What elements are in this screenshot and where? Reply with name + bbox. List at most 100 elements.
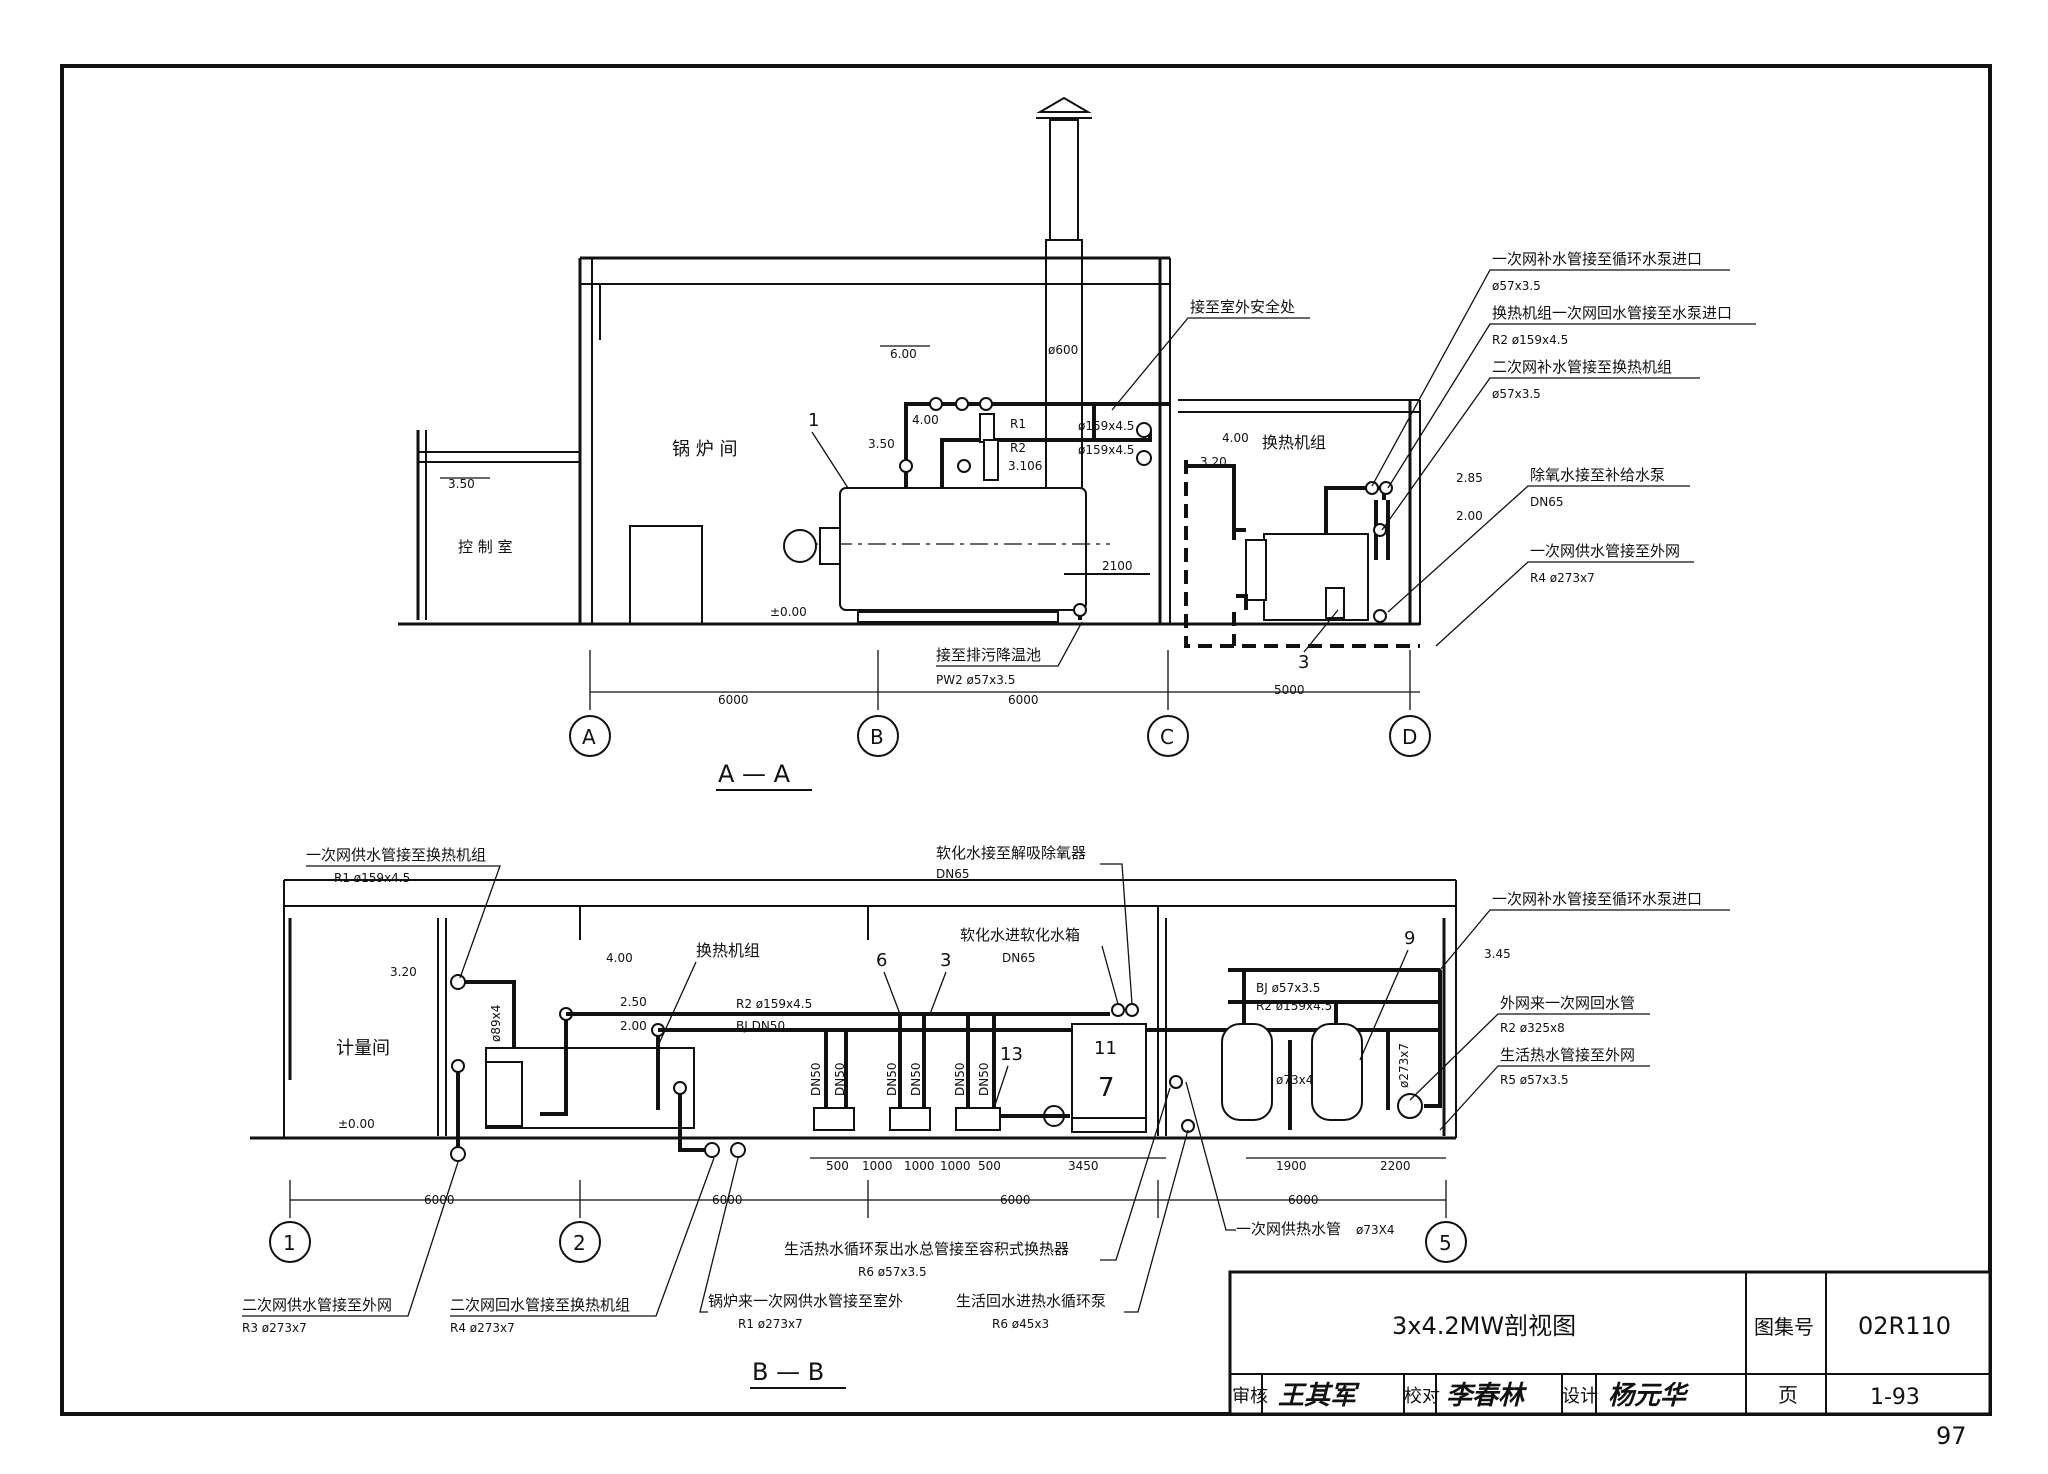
callout-dhw-outer: 生活热水管接至外网 bbox=[1500, 1046, 1635, 1064]
dim-2100: 2100 bbox=[1102, 559, 1133, 573]
bb-callouts-bottom: 二次网供水管接至外网 R3 ø273x7 二次网回水管接至换热机组 R4 ø27… bbox=[242, 1081, 1394, 1335]
aa-callouts: 接至室外安全处 一次网补水管接至循环水泵进口 ø57x3.5 换热机组一次网回水… bbox=[936, 250, 1756, 687]
riser-73: ø73x4 bbox=[1276, 1073, 1313, 1087]
level-bb-400: 4.00 bbox=[606, 951, 633, 965]
riser-dn50-6: DN50 bbox=[977, 1063, 991, 1097]
pipe-r1-label: R1 bbox=[1010, 417, 1026, 431]
callout-primary-supply-sub: R4 ø273x7 bbox=[1530, 571, 1595, 585]
callout-dhw-return-sub: R6 ø45x3 bbox=[992, 1317, 1049, 1331]
level-285: 2.85 bbox=[1456, 471, 1483, 485]
review-label: 审核 bbox=[1232, 1386, 1268, 1407]
riser-dn50-4: DN50 bbox=[909, 1063, 923, 1097]
riser-89: ø89x4 bbox=[489, 1005, 503, 1042]
dim-1000-2: 1000 bbox=[904, 1159, 935, 1173]
review-signature: 王其军 bbox=[1278, 1381, 1360, 1411]
dim-5000-aa: 5000 bbox=[1274, 683, 1305, 697]
dim-6000-bb-3: 6000 bbox=[1000, 1193, 1031, 1207]
control-room-label: 控 制 室 bbox=[458, 538, 513, 556]
check-signature: 李春林 bbox=[1446, 1381, 1528, 1411]
dim-6000-aa-2: 6000 bbox=[1008, 693, 1039, 707]
callout-dhw-return: 生活回水进热水循环泵 bbox=[956, 1292, 1106, 1310]
boiler-room-label: 锅 炉 间 bbox=[672, 439, 737, 460]
axis-c: C bbox=[1160, 725, 1174, 749]
boiler-piping: R1 R2 ø159x4.5 ø159x4.5 2100 bbox=[899, 397, 1170, 620]
callout-secondary-return-sub: R4 ø273x7 bbox=[450, 1321, 515, 1335]
item-mark-7: 7 bbox=[1098, 1073, 1115, 1103]
dim-500-2: 500 bbox=[978, 1159, 1001, 1173]
control-room: 控 制 室 3.50 bbox=[416, 430, 580, 620]
callout-outer-return: 外网来一次网回水管 bbox=[1500, 994, 1635, 1012]
axis-a: A bbox=[582, 725, 596, 749]
level-bb-000: ±0.00 bbox=[338, 1117, 375, 1131]
boiler-unit: 1 4.00 3.50 3.106 bbox=[783, 410, 1110, 626]
bb-callouts-top: 一次网供水管接至换热机组 R1 ø159x4.5 软化水接至解吸除氧器 DN65… bbox=[306, 844, 1730, 1131]
axis-b: B bbox=[870, 725, 884, 749]
axis-d: D bbox=[1402, 725, 1417, 749]
axis-1: 1 bbox=[283, 1231, 296, 1255]
softened-water-tank: 11 7 bbox=[1071, 1003, 1147, 1133]
dim-1900: 1900 bbox=[1276, 1159, 1307, 1173]
bb-pumps: DN50 DN50 DN50 DN50 DN50 DN50 6 3 13 bbox=[809, 950, 1070, 1131]
callout-dhw-pump-main: 生活热水循环泵出水总管接至容积式换热器 bbox=[784, 1240, 1069, 1258]
axis-2: 2 bbox=[573, 1231, 586, 1255]
callout-outer-return-sub: R2 ø325x8 bbox=[1500, 1021, 1565, 1035]
level-bb-345: 3.45 bbox=[1484, 947, 1511, 961]
drawing-title: 3x4.2MW剖视图 bbox=[1392, 1312, 1576, 1340]
callout-primary-supply-hx-sub: R1 ø159x4.5 bbox=[334, 871, 410, 885]
callout-blowdown: 接至排污降温池 bbox=[936, 646, 1041, 664]
callout-makeup-primary-sub: ø57x3.5 bbox=[1492, 279, 1541, 293]
boiler-hall: 锅 炉 间 6.00 bbox=[578, 256, 1171, 625]
bb-pipe-bj: BJ DN50 bbox=[736, 1019, 785, 1033]
dim-6000-aa-1: 6000 bbox=[718, 693, 749, 707]
pipe-r1-size: ø159x4.5 bbox=[1078, 419, 1134, 433]
callout-secondary-return: 二次网回水管接至换热机组 bbox=[450, 1296, 630, 1314]
riser-dn50-3: DN50 bbox=[885, 1063, 899, 1097]
bb-hx-label: 换热机组 bbox=[696, 941, 760, 960]
sheet-border bbox=[60, 64, 1992, 1416]
dim-1000-3: 1000 bbox=[940, 1159, 971, 1173]
level-350-a: 3.50 bbox=[448, 477, 475, 491]
level-bb-250: 2.50 bbox=[620, 995, 647, 1009]
callout-makeup-primary: 一次网补水管接至循环水泵进口 bbox=[1492, 250, 1702, 268]
callout-deaerated-sub: DN65 bbox=[1530, 495, 1564, 509]
callout-hx-return: 换热机组一次网回水管接至水泵进口 bbox=[1492, 304, 1732, 322]
bb-main-pipes: R2 ø159x4.5 BJ DN50 BJ ø57x3.5 R2 ø159x4… bbox=[566, 968, 1440, 1033]
item-mark-13: 13 bbox=[1000, 1044, 1023, 1065]
bb-vessels: 9 ø73x4 ø273x7 bbox=[1169, 928, 1442, 1133]
design-label: 设计 bbox=[1562, 1386, 1598, 1407]
callout-deaerated: 除氧水接至补给水泵 bbox=[1530, 466, 1665, 484]
underground-pipe-aa bbox=[1184, 460, 1420, 648]
pipe-r2-label: R2 bbox=[1010, 441, 1026, 455]
section-aa: 控 制 室 3.50 锅 炉 间 6.00 ø600 bbox=[398, 96, 1756, 791]
dim-1000-1: 1000 bbox=[862, 1159, 893, 1173]
bb-building: 计量间 换热机组 3.20 4.00 2.50 2.00 3.45 ±0.00 bbox=[283, 879, 1511, 1138]
dim-3450: 3450 bbox=[1068, 1159, 1099, 1173]
level-600: 6.00 bbox=[890, 347, 917, 361]
callout-primary-hot-water: 一次网供热水管 bbox=[1236, 1220, 1341, 1238]
callout-softened-tank: 软化水进软化水箱 bbox=[960, 926, 1080, 944]
atlas-label: 图集号 bbox=[1754, 1315, 1814, 1339]
level-400-b: 4.00 bbox=[1222, 431, 1249, 445]
pipe-r2-size: ø159x4.5 bbox=[1078, 443, 1134, 457]
check-label: 校对 bbox=[1404, 1386, 1440, 1407]
design-signature: 杨元华 bbox=[1608, 1381, 1690, 1411]
bb-pipe-bj2: BJ ø57x3.5 bbox=[1256, 981, 1320, 995]
level-400-a: 4.00 bbox=[912, 413, 939, 427]
hx-room: 换热机组 4.00 3.20 2.85 2.00 3 bbox=[1178, 399, 1483, 673]
aa-dimensions: 6000 6000 5000 A B C D A — A bbox=[569, 650, 1431, 791]
bb-pipe-r2b: R2 ø159x4.5 bbox=[1256, 999, 1332, 1013]
item-mark-3-a: 3 bbox=[1298, 652, 1309, 673]
callout-primary-supply-hx: 一次网供水管接至换热机组 bbox=[306, 846, 486, 864]
level-bb-200: 2.00 bbox=[620, 1019, 647, 1033]
hx-room-label: 换热机组 bbox=[1262, 433, 1326, 452]
section-bb-title: B — B bbox=[752, 1358, 824, 1386]
callout-secondary-supply-sub: R3 ø273x7 bbox=[242, 1321, 307, 1335]
sheet-number: 97 bbox=[1936, 1422, 1967, 1450]
riser-dn50-1: DN50 bbox=[809, 1063, 823, 1097]
callout-boiler-primary-sub: R1 ø273x7 bbox=[738, 1317, 803, 1331]
callout-makeup-secondary: 二次网补水管接至换热机组 bbox=[1492, 358, 1672, 376]
item-mark-11: 11 bbox=[1094, 1038, 1117, 1059]
meter-room-label: 计量间 bbox=[336, 1038, 390, 1059]
chimney-dia: ø600 bbox=[1048, 343, 1078, 357]
